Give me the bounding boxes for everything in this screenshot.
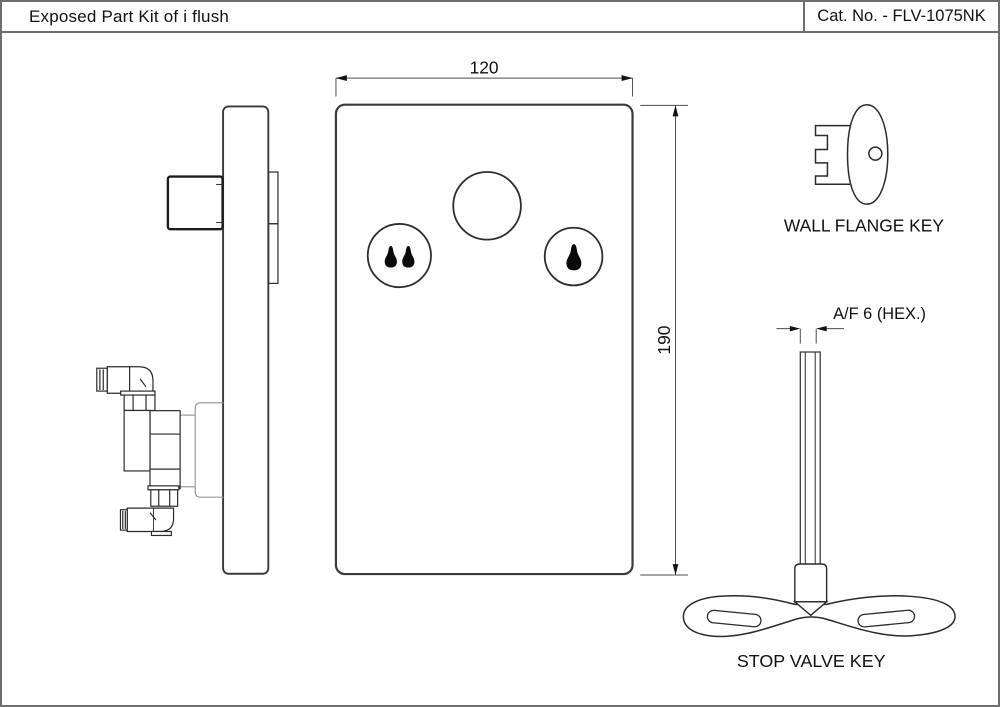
dimension-width: 120 — [335, 58, 634, 97]
wall-flange-key: WALL FLANGE KEY — [784, 103, 945, 236]
key-bit — [814, 124, 851, 186]
handle-slot-left — [706, 609, 762, 628]
title-block: Exposed Part Kit of i flush Cat. No. - F… — [2, 2, 998, 33]
stop-valve-key-label: STOP VALVE KEY — [737, 651, 886, 671]
wall-flange-disc — [176, 402, 224, 498]
key-collar — [794, 563, 828, 603]
key-hole — [868, 146, 883, 161]
title-cell: Exposed Part Kit of i flush — [2, 2, 803, 31]
dimension-height: 190 — [640, 104, 688, 576]
dimension-hex: A/F 6 (HEX.) — [776, 305, 926, 344]
catalog-number: Cat. No. - FLV-1075NK — [817, 7, 986, 25]
button-side-profile — [166, 175, 224, 231]
inlet-elbow-fitting — [96, 366, 156, 396]
outlet-elbow-fitting — [119, 507, 175, 537]
front-view: 120 190 — [334, 58, 688, 576]
center-opening — [452, 171, 522, 241]
push-fit-collet — [119, 509, 128, 531]
key-head — [846, 103, 889, 205]
key-shaft — [799, 351, 821, 566]
outlet-hex-nut — [150, 489, 179, 507]
inlet-hex-nut — [123, 394, 156, 412]
flush-plate — [334, 103, 634, 576]
drawing-title: Exposed Part Kit of i flush — [29, 6, 230, 26]
button-half-flush — [543, 226, 604, 287]
stop-valve-body — [123, 409, 181, 491]
dim-height-value: 190 — [654, 326, 674, 355]
mounting-frame-strip — [268, 171, 279, 284]
key-tip — [792, 601, 829, 617]
dim-width-value: 120 — [470, 58, 499, 78]
catalog-number-cell: Cat. No. - FLV-1075NK — [803, 2, 998, 31]
handle-slot-right — [857, 609, 916, 628]
push-fit-collet — [96, 367, 108, 392]
button-full-flush — [366, 223, 432, 289]
stop-valve-assembly — [96, 366, 181, 537]
full-flush-drops-icon — [384, 245, 415, 268]
wall-flange-key-label: WALL FLANGE KEY — [784, 216, 945, 236]
side-view — [96, 105, 279, 575]
half-flush-drop-icon — [566, 244, 582, 271]
hex-dim-label: A/F 6 (HEX.) — [833, 305, 926, 323]
plate-side-profile — [222, 105, 270, 575]
stop-valve-key: A/F 6 (HEX.) STOP VALVE KEY — [682, 305, 956, 671]
